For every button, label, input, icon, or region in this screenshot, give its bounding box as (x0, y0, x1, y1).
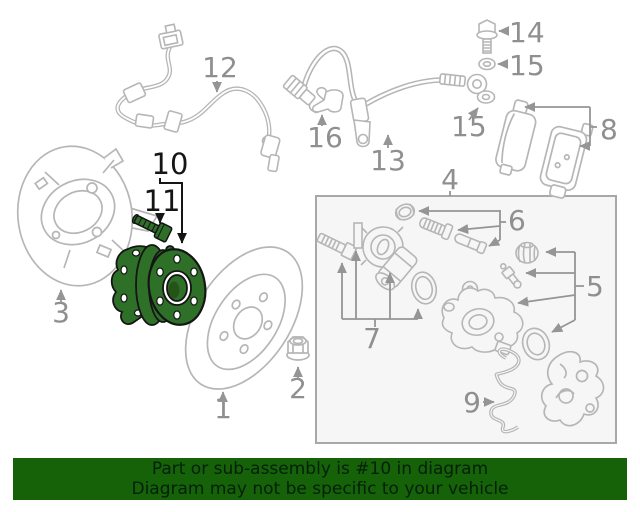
callout-15-lower[interactable]: 15 (451, 107, 487, 143)
callout-14-label[interactable]: 14 (509, 16, 545, 49)
callout-3[interactable]: 3 (52, 289, 70, 329)
callout-5-arrow-caliper (517, 294, 576, 307)
part-13-brake-hose[interactable] (282, 45, 488, 148)
callout-16[interactable]: 16 (307, 114, 343, 154)
highlight-banner: Part or sub-assembly is #10 in diagram D… (13, 458, 627, 500)
callout-7-label[interactable]: 7 (363, 322, 381, 355)
callout-6-bracket (499, 210, 506, 240)
callout-13[interactable]: 13 (370, 134, 406, 177)
callout-14[interactable]: 14 (498, 16, 545, 49)
part-3-backing-plate[interactable] (9, 139, 159, 294)
part-12-abs-sensor-harness[interactable] (115, 23, 281, 173)
callout-4-label[interactable]: 4 (441, 163, 459, 196)
callout-11-label[interactable]: 11 (144, 184, 181, 218)
part-10-hub-assembly-highlighted[interactable] (110, 244, 211, 330)
callouts-layer: 1 2 3 4 5 6 7 (52, 16, 618, 425)
callout-8[interactable]: 8 (524, 102, 618, 151)
callout-5-bracket (574, 252, 584, 320)
part-15-washer-upper[interactable] (478, 57, 496, 71)
callout-11-highlighted[interactable]: 11 (144, 184, 181, 224)
part-16-hose-bracket[interactable] (308, 86, 344, 114)
callout-7[interactable]: 7 (337, 250, 423, 355)
callout-10-bracket-arrow (159, 178, 187, 244)
callout-15b-arrow (467, 107, 479, 121)
callout-15-upper[interactable]: 15 (497, 49, 545, 82)
callout-15a-label[interactable]: 15 (509, 49, 545, 82)
callout-8-bracket (589, 107, 597, 146)
callout-9[interactable]: 9 (463, 386, 495, 419)
callout-2-label[interactable]: 2 (289, 372, 307, 405)
callout-16-label[interactable]: 16 (307, 121, 343, 154)
banner-line-2: Diagram may not be specific to your vehi… (131, 479, 509, 499)
callout-6[interactable]: 6 (418, 204, 526, 247)
part-2-hub-nut[interactable] (286, 336, 310, 361)
callout-6-label[interactable]: 6 (508, 204, 526, 237)
callout-10-label[interactable]: 10 (152, 147, 189, 181)
callout-7-bracket (342, 318, 418, 327)
caliper-carrier-bracket (540, 350, 605, 427)
part-5-caliper-group[interactable] (441, 241, 553, 364)
part-11-hub-bolt-highlighted[interactable] (130, 211, 173, 243)
callout-6-arrow-pin2 (488, 236, 501, 247)
callout-3-label[interactable]: 3 (52, 296, 70, 329)
callout-6-arrow-pin1 (457, 224, 501, 235)
callout-5-arrow-seal (551, 319, 576, 333)
part-9-spring-clip[interactable] (489, 347, 521, 434)
part-14-banjo-bolt[interactable] (476, 19, 498, 54)
callout-13-label[interactable]: 13 (370, 144, 406, 177)
callout-8-label[interactable]: 8 (600, 113, 618, 146)
callout-1[interactable]: 1 (214, 391, 232, 425)
part-1-brake-rotor[interactable] (162, 226, 327, 410)
banner-line-1: Part or sub-assembly is #10 in diagram (151, 459, 489, 479)
callout-5[interactable]: 5 (517, 247, 604, 333)
part-15-washer-lower[interactable] (476, 90, 496, 104)
part-8-brake-pads[interactable] (493, 98, 594, 201)
callout-9-label[interactable]: 9 (463, 386, 481, 419)
callout-2[interactable]: 2 (289, 366, 307, 405)
callout-10-highlighted[interactable]: 10 (152, 147, 189, 244)
callout-4[interactable]: 4 (441, 163, 459, 196)
callout-5-label[interactable]: 5 (586, 270, 604, 303)
part-6-guide-pin-set[interactable] (394, 202, 488, 255)
callout-12-label[interactable]: 12 (202, 51, 238, 84)
callout-15b-label[interactable]: 15 (451, 110, 487, 143)
callout-12[interactable]: 12 (202, 51, 238, 93)
